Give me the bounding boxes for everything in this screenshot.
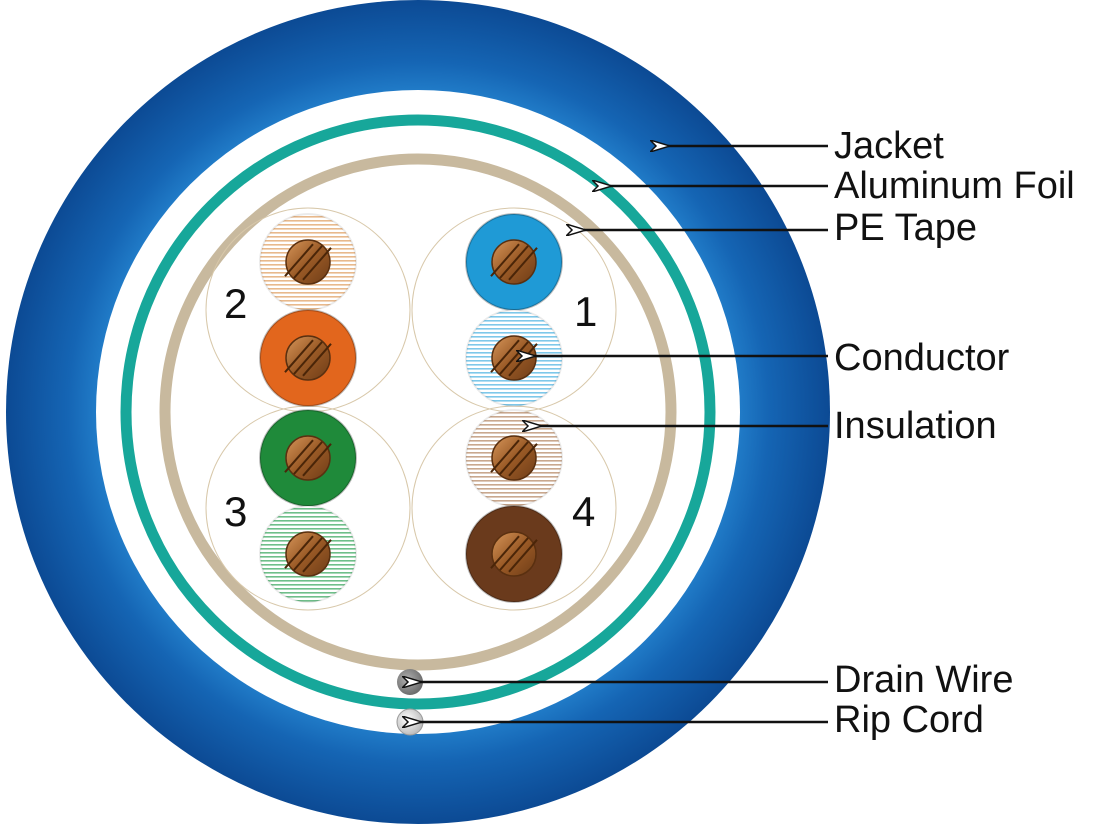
conductor-strand-line xyxy=(284,339,314,373)
label-conductor: Conductor xyxy=(834,337,1010,379)
conductor-strand-line xyxy=(499,341,529,375)
conductor-strand-line xyxy=(508,443,538,477)
conductor-strand-line xyxy=(490,535,520,569)
label-jacket: Jacket xyxy=(834,125,944,167)
conductor-strand-line xyxy=(302,247,332,281)
callout-lines xyxy=(420,146,828,722)
label-aluminum-foil: Aluminum Foil xyxy=(834,165,1075,207)
aluminum-foil xyxy=(120,114,716,710)
conductor-strand-line xyxy=(284,439,314,473)
label-drain-wire: Drain Wire xyxy=(834,659,1013,701)
conductor-strand-line xyxy=(499,441,529,475)
conductor-strand-line xyxy=(508,539,538,573)
conductor-strand-line xyxy=(293,537,323,571)
conductor-strand-line xyxy=(293,341,323,375)
conductor-strand-line xyxy=(302,443,332,477)
conductor-strand-line xyxy=(293,245,323,279)
conductor-strand-line xyxy=(499,245,529,279)
conductor-strand-line xyxy=(490,339,520,373)
conductor-strand-line xyxy=(284,535,314,569)
conductor-strand-line xyxy=(302,343,332,377)
pair-number-1: 1 xyxy=(574,288,597,335)
conductor-strand-line xyxy=(490,243,520,277)
rip-cord xyxy=(396,708,424,736)
pair-number-2: 2 xyxy=(224,280,247,327)
twisted-pair-wires xyxy=(259,213,563,603)
pe-tape xyxy=(159,153,677,671)
pair-number-4: 4 xyxy=(572,488,595,535)
conductor-strand-line xyxy=(508,247,538,281)
label-pe-tape: PE Tape xyxy=(834,207,977,249)
pair-number-3: 3 xyxy=(224,488,247,535)
jacket-inner xyxy=(96,90,740,734)
conductor-strand-line xyxy=(499,537,529,571)
conductor-strand-line xyxy=(302,539,332,573)
label-rip-cord: Rip Cord xyxy=(834,699,984,741)
conductor-strand-line xyxy=(284,243,314,277)
conductor-strand-line xyxy=(490,439,520,473)
label-insulation: Insulation xyxy=(834,405,997,447)
conductor-strand-line xyxy=(293,441,323,475)
drain-wire xyxy=(397,669,423,695)
